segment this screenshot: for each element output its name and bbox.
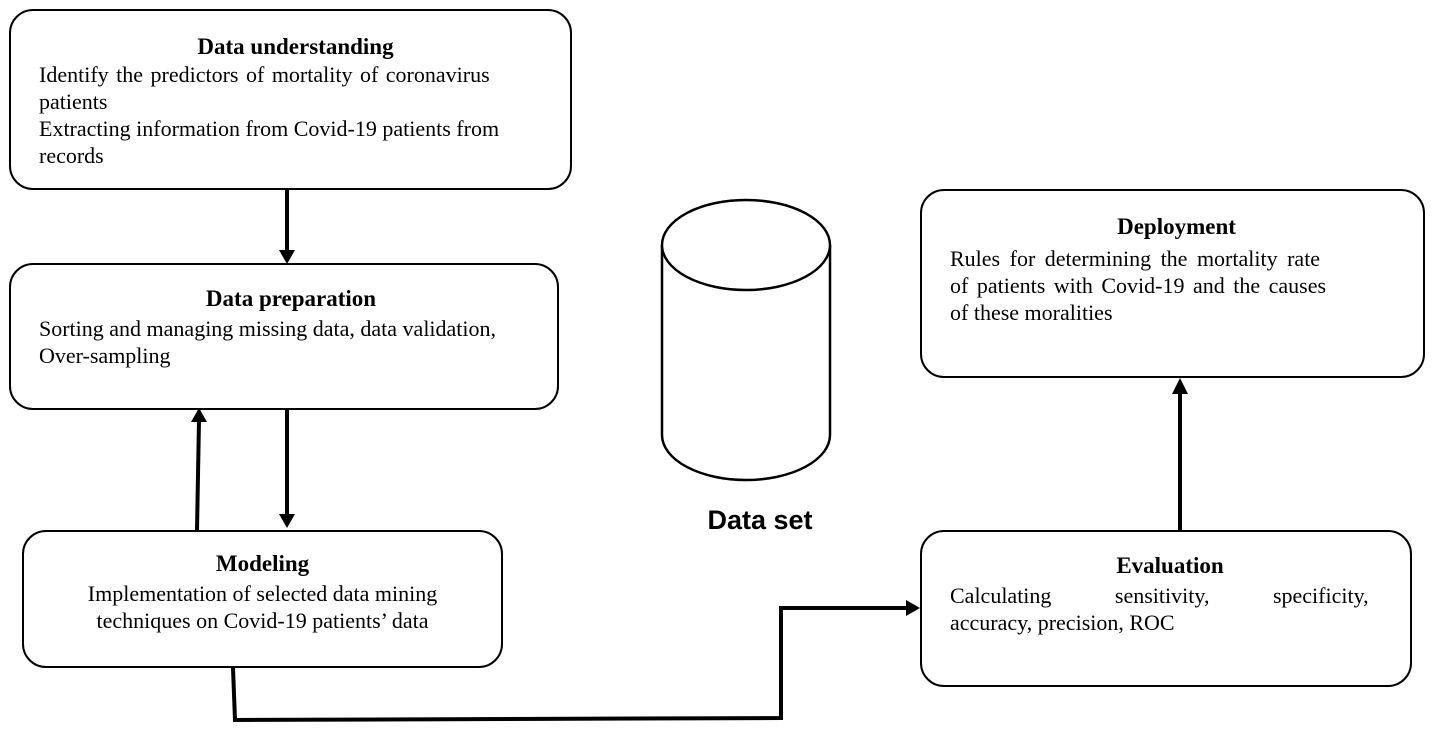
- evaluation-box: Evaluation Calculating sensitivity, spec…: [920, 530, 1412, 687]
- deployment-line: of these moralities: [950, 300, 1113, 325]
- evaluation-line: Calculating sensitivity, specificity,: [950, 583, 1369, 608]
- deployment-title: Deployment: [1117, 214, 1236, 239]
- evaluation-text: Calculating sensitivity, specificity, ac…: [950, 582, 1390, 636]
- dataset-label: Data set: [707, 505, 813, 535]
- data-understanding-line: Extracting information from Covid-19 pat…: [39, 116, 500, 141]
- arrow-modeling-to-preparation: [191, 408, 207, 531]
- modeling-line: techniques on Covid-19 patients’ data: [96, 608, 429, 633]
- data-understanding-line: patients: [39, 89, 108, 114]
- modeling-line: Implementation of selected data mining: [87, 581, 438, 606]
- data-preparation-text: Sorting and managing missing data, data …: [39, 315, 543, 369]
- arrow-evaluation-to-deployment: [1172, 378, 1188, 530]
- database-cylinder-icon: [660, 198, 832, 482]
- modeling-text: Implementation of selected data mining t…: [34, 580, 491, 634]
- data-preparation-line: Sorting and managing missing data, data …: [39, 316, 497, 341]
- deployment-box: Deployment Rules for determining the mor…: [920, 189, 1425, 378]
- data-understanding-line: records: [39, 143, 104, 168]
- data-understanding-text: Identify the predictors of mortality of …: [39, 61, 552, 169]
- data-understanding-line: Identify the predictors of mortality of …: [39, 62, 490, 87]
- data-preparation-box: Data preparation Sorting and managing mi…: [9, 263, 559, 410]
- deployment-text: Rules for determining the mortality rate…: [950, 245, 1403, 326]
- arrow-preparation-to-modeling: [279, 410, 295, 528]
- modeling-box: Modeling Implementation of selected data…: [22, 530, 503, 668]
- deployment-line: Rules for determining the mortality rate: [950, 246, 1321, 271]
- data-understanding-title: Data understanding: [197, 34, 394, 59]
- modeling-title: Modeling: [215, 551, 310, 576]
- evaluation-title: Evaluation: [1116, 553, 1224, 578]
- data-preparation-line: Over-sampling: [39, 343, 171, 368]
- data-understanding-box: Data understanding Identify the predicto…: [9, 9, 572, 190]
- deployment-line: of patients with Covid-19 and the causes: [950, 273, 1327, 298]
- data-preparation-title: Data preparation: [205, 286, 377, 311]
- arrow-understanding-to-preparation: [279, 190, 295, 264]
- evaluation-line: accuracy, precision, ROC: [950, 610, 1175, 635]
- arrow-modeling-to-evaluation: [231, 600, 920, 723]
